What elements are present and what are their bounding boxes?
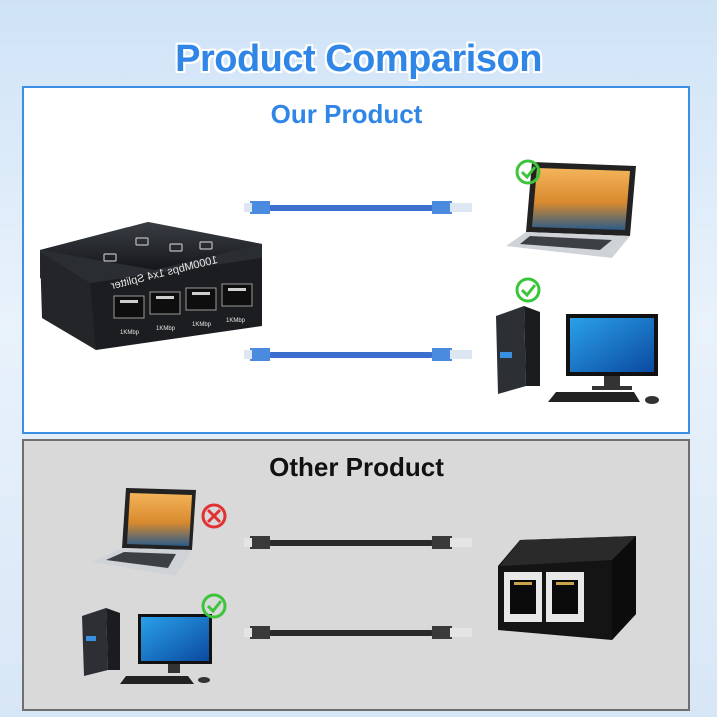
blue-cable-bottom bbox=[244, 348, 472, 361]
splitter-device: 1000Mbps 1x4 Splitter 1KMbp 1KMbp 1KMbp … bbox=[40, 222, 262, 350]
port-label-2: 1KMbp bbox=[156, 326, 176, 332]
port-label-3: 1KMbp bbox=[192, 322, 212, 328]
desktop-pc-icon bbox=[82, 608, 212, 684]
check-icon bbox=[515, 277, 541, 303]
cross-icon bbox=[201, 503, 227, 529]
black-cable-bottom bbox=[244, 626, 472, 639]
check-icon bbox=[515, 159, 541, 185]
port-label-4: 1KMbp bbox=[226, 318, 246, 324]
rj45-adapter bbox=[498, 536, 636, 640]
page-title: Product Comparison bbox=[175, 38, 542, 80]
port-label-1: 1KMbp bbox=[120, 330, 140, 336]
other-product-heading: Other Product bbox=[269, 452, 444, 482]
laptop-icon bbox=[506, 162, 636, 258]
laptop-icon bbox=[92, 488, 196, 576]
black-cable-top bbox=[244, 536, 472, 549]
check-icon bbox=[201, 593, 227, 619]
blue-cable-top bbox=[244, 201, 472, 214]
our-product-heading: Our Product bbox=[270, 99, 423, 129]
desktop-pc-icon bbox=[487, 296, 667, 416]
